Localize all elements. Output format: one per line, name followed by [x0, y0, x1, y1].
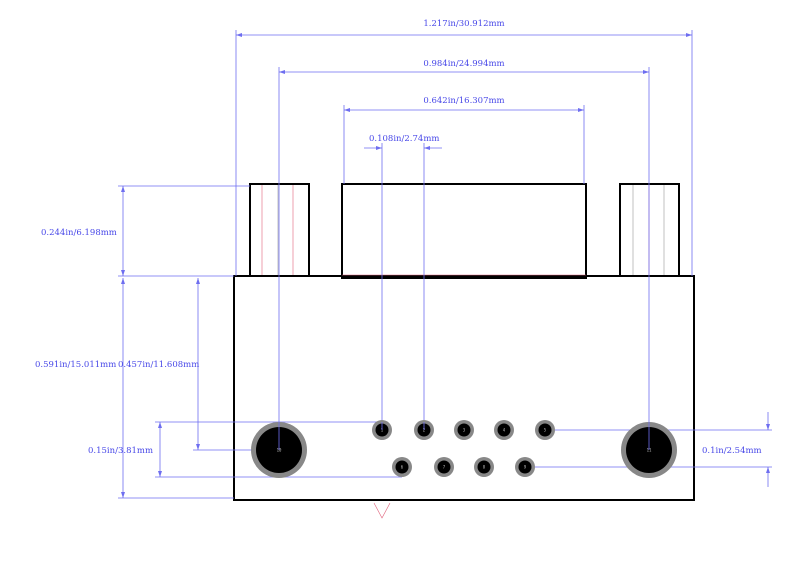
- dim-body-height: 0.591in/15.011mm: [35, 360, 116, 370]
- pin-pads: 1 2 3 4 5 6 7: [372, 420, 555, 477]
- dim-row-offset: 0.15in/3.81mm: [88, 446, 153, 456]
- dim-row-pitch: 0.1in/2.54mm: [702, 446, 762, 456]
- d-sub-shell: [341, 183, 587, 279]
- svg-text:3: 3: [463, 428, 466, 433]
- svg-text:9: 9: [524, 465, 527, 470]
- pin-pad: 4: [494, 420, 514, 440]
- connector-outline: [233, 183, 695, 519]
- pin-one-marker: [373, 502, 391, 519]
- svg-text:4: 4: [503, 428, 506, 433]
- svg-text:7: 7: [443, 465, 446, 470]
- dim-mount-span: 0.984in/24.994mm: [423, 59, 504, 69]
- dimension-labels: 1.217in/30.912mm 0.984in/24.994mm 0.642i…: [35, 19, 762, 456]
- dim-pin-height: 0.457in/11.608mm: [118, 360, 199, 370]
- dim-shell-width: 0.642in/16.307mm: [423, 96, 504, 106]
- overlay-dimension-lines: [278, 422, 650, 450]
- left-mount-post: [249, 183, 310, 277]
- pin-pad: 5: [535, 420, 555, 440]
- dim-overall-width: 1.217in/30.912mm: [423, 19, 504, 29]
- post-detail-lines: [261, 185, 665, 275]
- svg-text:5: 5: [544, 428, 547, 433]
- svg-text:6: 6: [401, 465, 404, 470]
- dim-pin-pitch-h: 0.108in/2.74mm: [369, 134, 439, 144]
- connector-body: [233, 275, 695, 501]
- pin-pad: 3: [454, 420, 474, 440]
- pin-pad: 8: [474, 457, 494, 477]
- pin-pad: 9: [515, 457, 535, 477]
- pin-pad: 7: [434, 457, 454, 477]
- right-mount-post: [619, 183, 680, 277]
- pin-pad: 6: [392, 457, 412, 477]
- dim-shell-height: 0.244in/6.198mm: [41, 228, 117, 238]
- svg-text:8: 8: [483, 465, 486, 470]
